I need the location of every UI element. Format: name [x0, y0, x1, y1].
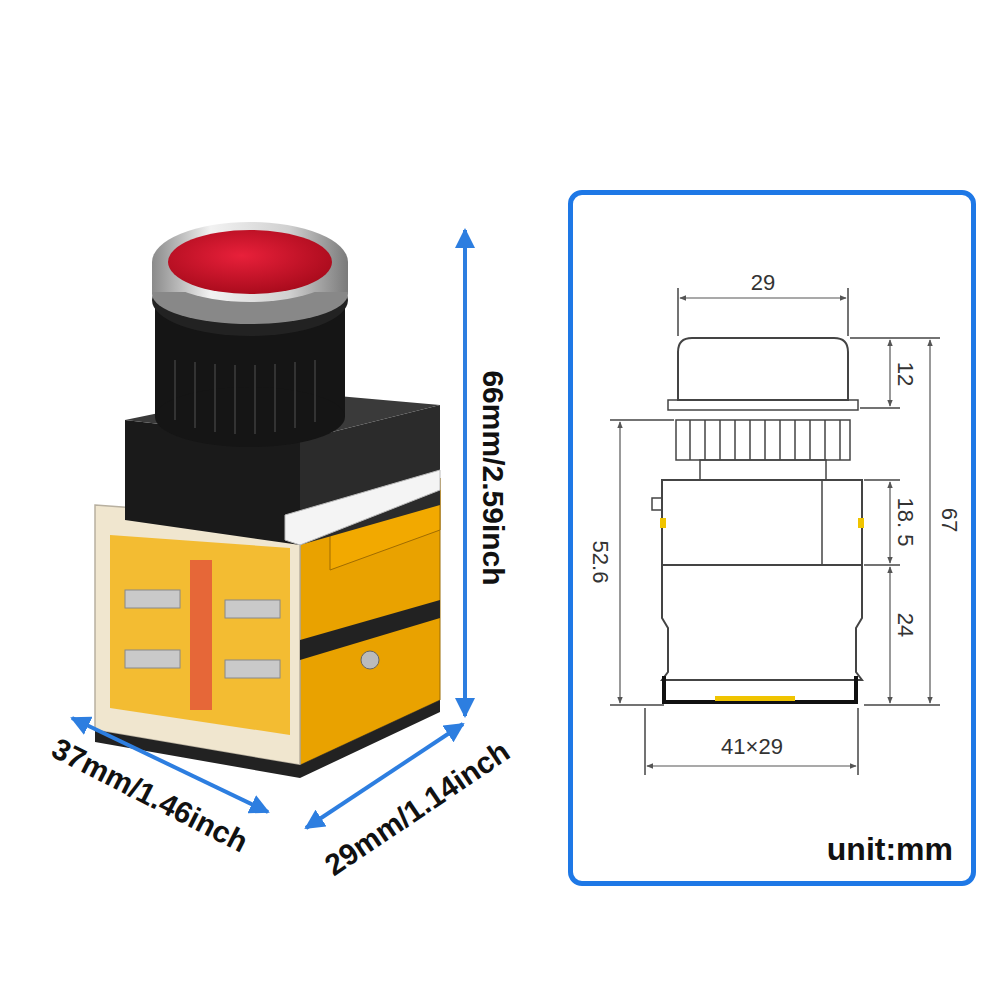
dimension-value: 18. 5 [893, 496, 917, 549]
unit-note: unit:mm [827, 832, 953, 867]
dimension-value: 12 [893, 360, 917, 388]
dimension-value: 52.6 [588, 539, 612, 586]
dimension-value: 29 [749, 271, 777, 295]
height-dimension: 66mm/2.59inch [477, 368, 510, 587]
dimension-value: 24 [893, 611, 917, 639]
dimension-value: 41×29 [719, 735, 785, 759]
dimension-value: 67 [937, 506, 961, 534]
